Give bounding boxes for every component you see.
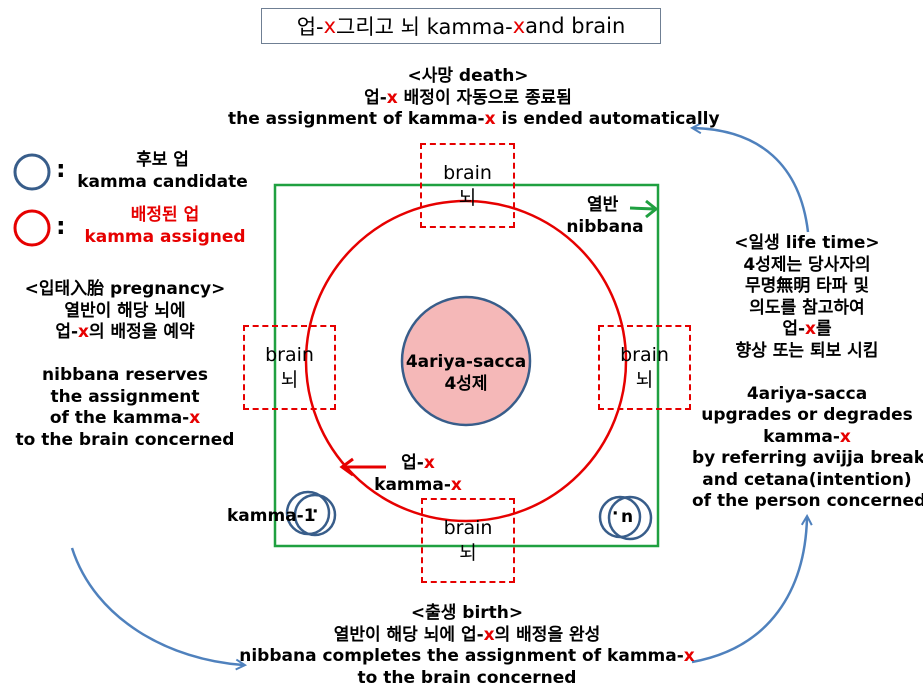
pregnancy-en-1: nibbana reserves <box>42 365 208 385</box>
brain-label-en: brain <box>620 343 669 366</box>
title-part-1: 업- <box>296 15 324 39</box>
pregnancy-block: <입태入胎 pregnancy> 열반이 해당 뇌에 업-x의 배정을 예약 n… <box>0 279 250 451</box>
brain-label-kr: 뇌 <box>280 368 299 391</box>
lifetime-kr-4: 업-x를 <box>782 319 832 339</box>
nibbana-label-kr: 열반 <box>587 195 619 215</box>
lifetime-kr-3: 의도를 참고하여 <box>749 297 865 318</box>
brain-label-en: brain <box>443 516 493 539</box>
legend-colon-assigned: : <box>56 212 66 240</box>
birth-en-1: nibbana completes the assignment of kamm… <box>239 646 695 666</box>
brain-label-kr: 뇌 <box>458 186 477 209</box>
legend-assigned-text: 배정된 업 kamma assigned <box>70 205 260 248</box>
kamma-1-dot: · <box>312 502 319 522</box>
death-kr: 업-x 배정이 자동으로 종료됨 <box>364 87 572 108</box>
pregnancy-en-3: of the kamma-x <box>49 408 201 428</box>
flow-arrow-pregnancy-to-birth <box>70 547 243 665</box>
legend-assigned-kr: 배정된 업 <box>130 205 200 225</box>
lifetime-en-2: upgrades or degrades <box>701 405 913 425</box>
pregnancy-heading: <입태入胎 pregnancy> <box>24 279 226 299</box>
nibbana-arrow <box>629 206 656 211</box>
lifetime-en-5: and cetana(intention) <box>702 469 912 490</box>
legend-assigned-en: kamma assigned <box>84 226 246 247</box>
nibbana-label-en: nibbana <box>566 216 644 237</box>
brain-box-top: brain 뇌 <box>420 143 515 228</box>
legend-candidate-kr: 후보 업 <box>136 150 189 170</box>
center-label: 4ariya-sacca 4성제 <box>396 351 536 394</box>
birth-kr: 열반이 해당 뇌에 업-x의 배정을 완성 <box>333 624 601 645</box>
kamma-n-dot: · <box>612 504 619 524</box>
birth-en-2: to the brain concerned <box>357 667 577 688</box>
legend-candidate-circle <box>13 153 51 191</box>
kamma-n-label: n <box>621 507 634 527</box>
nibbana-label: 열반 nibbana <box>560 194 650 237</box>
lifetime-block: <일생 life time> 4성제는 당사자의 무명無明 타파 및 의도를 참… <box>692 233 923 513</box>
birth-block: <출생 birth> 열반이 해당 뇌에 업-x의 배정을 완성 nibbana… <box>222 603 712 689</box>
pregnancy-en-4: to the brain concerned <box>15 429 235 450</box>
kamma-n-circle-a <box>598 495 642 539</box>
brain-label-en: brain <box>265 343 314 366</box>
title-x-2: x <box>512 14 526 38</box>
kamma-x-label-en: kamma-x <box>374 474 462 495</box>
kamma-n-circle-b <box>607 495 653 541</box>
lifetime-heading: <일생 life time> <box>734 233 880 253</box>
ariya-sacca-circle <box>400 295 532 427</box>
brain-box-left: brain 뇌 <box>243 325 336 410</box>
brain-label-kr: 뇌 <box>635 368 654 391</box>
lifetime-en-3: kamma-x <box>763 426 851 447</box>
lifetime-en-6: of the person concerned <box>692 491 923 511</box>
title-x-1: x <box>323 14 337 38</box>
brain-box-bottom: brain 뇌 <box>421 498 515 583</box>
kamma-1-circle-b <box>293 493 337 537</box>
death-heading: <사망 death> <box>407 66 529 86</box>
brain-box-right: brain 뇌 <box>598 325 691 410</box>
legend-colon-candidate: : <box>56 155 66 183</box>
nibbana-arrow-head <box>645 199 659 219</box>
pregnancy-kr-1: 열반이 해당 뇌에 <box>64 300 186 321</box>
title-part-3: and brain <box>525 14 626 38</box>
title-part-2: 그리고 뇌 kamma- <box>336 15 513 39</box>
nibbana-square <box>273 183 660 548</box>
kamma-assigned-orbit <box>304 199 628 523</box>
kamma-x-label: 업-x kamma-x <box>358 452 478 495</box>
death-en: the assignment of kamma-x is ended autom… <box>228 109 720 129</box>
pregnancy-kr-2: 업-x의 배정을 예약 <box>55 322 195 342</box>
kamma-x-arrow-head <box>339 457 354 477</box>
brain-label-en: brain <box>443 161 492 184</box>
lifetime-kr-2: 무명無明 타파 및 <box>744 276 870 296</box>
legend-assigned-circle <box>13 209 51 247</box>
birth-heading: <출생 birth> <box>410 603 524 623</box>
flow-arrow-birth-to-lifetime <box>691 518 807 664</box>
kamma-x-label-kr: 업-x <box>401 453 435 473</box>
brain-label-kr: 뇌 <box>459 541 477 564</box>
center-label-kr: 4성제 <box>444 373 488 394</box>
legend-candidate-text: 후보 업 kamma candidate <box>70 150 255 193</box>
lifetime-en-1: 4ariya-sacca <box>746 383 868 404</box>
legend-candidate-en: kamma candidate <box>77 171 248 192</box>
death-block: <사망 death> 업-x 배정이 자동으로 종료됨 the assignme… <box>228 66 720 131</box>
lifetime-kr-5: 향상 또는 퇴보 시킴 <box>735 340 879 361</box>
lifetime-kr-1: 4성제는 당사자의 <box>743 254 871 275</box>
flow-arrow-lifetime-to-death <box>694 128 810 233</box>
pregnancy-en-2: the assignment <box>50 386 200 407</box>
diagram-title: 업-x 그리고 뇌 kamma-x and brain <box>261 8 661 44</box>
center-label-en: 4ariya-sacca <box>405 352 527 372</box>
lifetime-en-4: by referring avijja break <box>692 448 923 468</box>
kamma-1-label: kamma-1 <box>227 506 316 526</box>
